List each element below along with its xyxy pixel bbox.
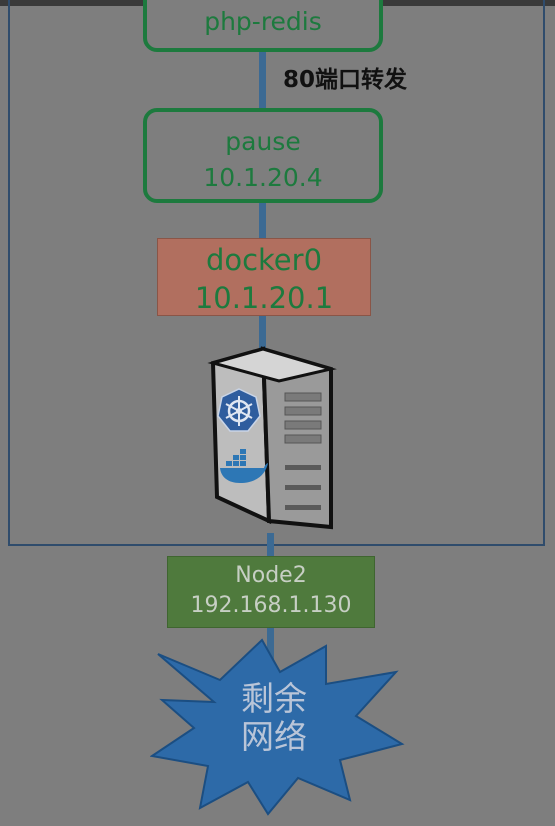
server-icon — [207, 346, 337, 530]
php-redis-label: php-redis — [204, 7, 322, 36]
link-pause-docker0 — [259, 202, 266, 240]
port-forward-label: 80端口转发 — [283, 67, 408, 93]
link-docker0-server — [259, 315, 266, 351]
link-php-pause — [259, 52, 266, 110]
network-burst-shape — [150, 638, 405, 816]
pause-ip: 10.1.20.4 — [203, 163, 323, 192]
php-redis-container: php-redis — [143, 0, 383, 52]
link-server-node — [267, 533, 274, 558]
node-host-frame — [8, 0, 545, 546]
node2-box: Node2 192.168.1.130 — [167, 556, 375, 628]
docker0-ip: 10.1.20.1 — [194, 281, 334, 315]
docker0-name: docker0 — [205, 243, 323, 277]
node2-ip: 192.168.1.130 — [190, 593, 352, 618]
pause-container: pause 10.1.20.4 — [143, 108, 383, 203]
network-label: 剩余 网络 — [214, 680, 334, 756]
docker-whale-icon — [220, 449, 268, 483]
node2-name: Node2 — [235, 563, 307, 588]
network-label-line1: 剩余 — [241, 679, 307, 718]
pause-name: pause — [225, 127, 301, 156]
docker0-bridge: docker0 10.1.20.1 — [157, 238, 371, 316]
network-label-line2: 网络 — [241, 717, 307, 756]
kubernetes-icon — [217, 388, 261, 432]
